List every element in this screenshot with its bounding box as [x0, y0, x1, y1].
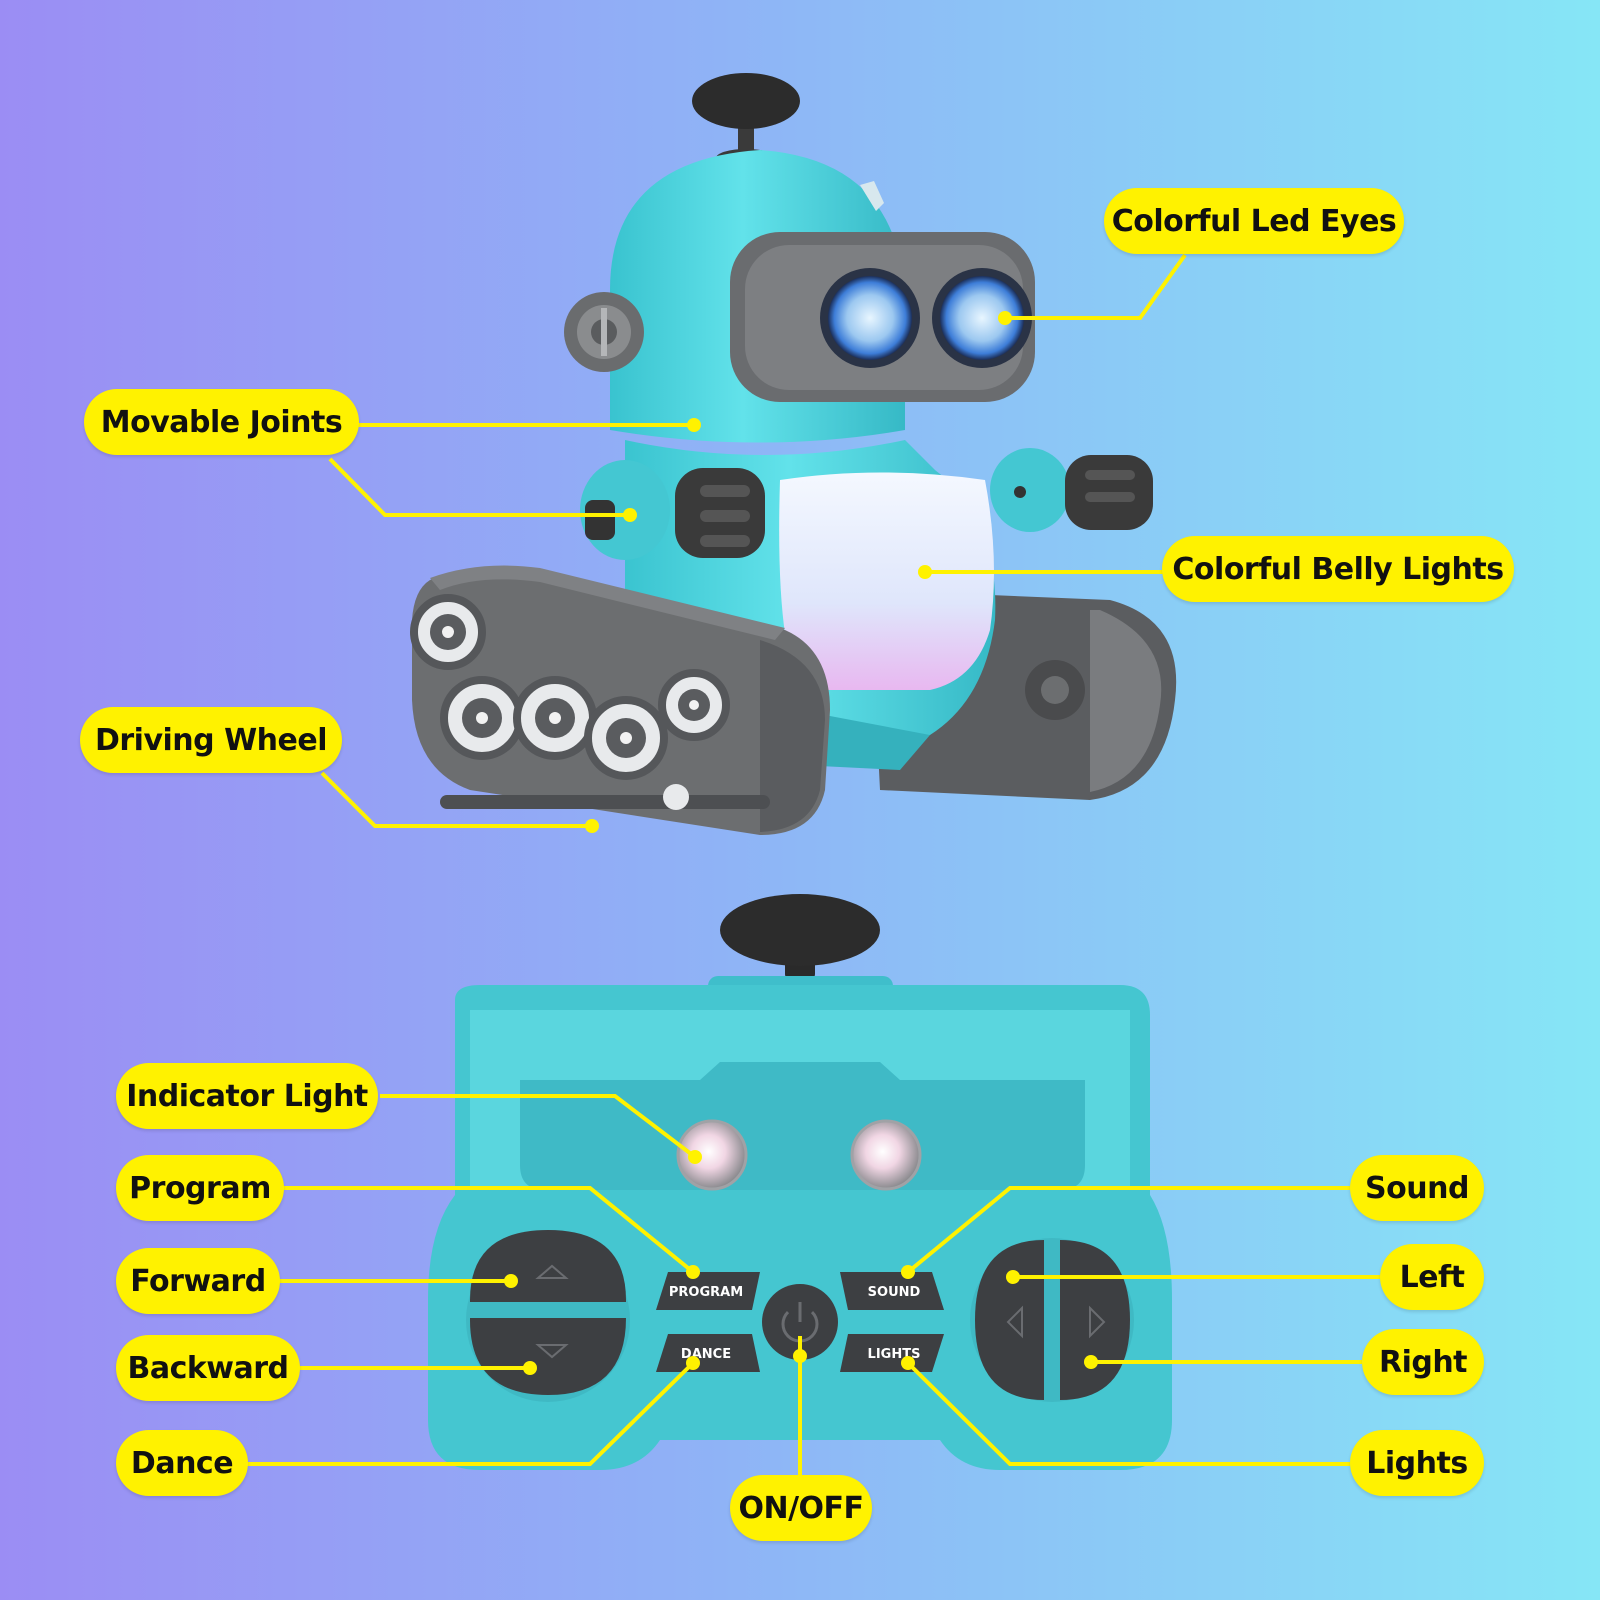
program-button-label: PROGRAM [669, 1285, 743, 1300]
robot-belly-light [779, 472, 994, 690]
remote-joystick [708, 894, 893, 998]
callout-program: Program [116, 1155, 284, 1221]
backward-arrow-icon [535, 1344, 569, 1359]
indicator-light-left [676, 1119, 748, 1191]
left-arrow-icon [1006, 1305, 1023, 1339]
forward-arrow-icon [535, 1264, 569, 1279]
callout-indicator-light: Indicator Light [116, 1063, 378, 1129]
sound-button-label: SOUND [868, 1285, 921, 1300]
robot-right-eye [940, 276, 1024, 360]
indicator-window [520, 1062, 1085, 1190]
dance-button[interactable] [656, 1334, 760, 1372]
robot-left-track [410, 565, 830, 835]
callout-on-off: ON/OFF [730, 1475, 872, 1541]
robot-illustration [410, 73, 1177, 835]
robot-left-eye [828, 276, 912, 360]
program-button[interactable] [656, 1272, 760, 1310]
robot-eye-visor [730, 232, 1035, 402]
sound-button[interactable] [840, 1272, 944, 1310]
callout-anchor-dots [504, 311, 1098, 1375]
right-arrow-icon [1089, 1305, 1106, 1339]
function-buttons: PROGRAM DANCE SOUND LIGHTS [656, 1272, 944, 1372]
callout-leader-lines [246, 253, 1380, 1508]
callout-left: Left [1380, 1244, 1484, 1310]
callout-backward: Backward [116, 1335, 300, 1401]
robot-right-arm [990, 448, 1153, 532]
callout-driving-wheel: Driving Wheel [80, 707, 342, 773]
driving-wheels [410, 594, 730, 780]
callout-dance: Dance [116, 1430, 248, 1496]
callout-colorful-led-eyes: Colorful Led Eyes [1104, 188, 1404, 254]
indicator-light-right [850, 1119, 922, 1191]
lights-button[interactable] [840, 1334, 944, 1372]
callout-lights: Lights [1350, 1430, 1484, 1496]
callout-movable-joints: Movable Joints [84, 389, 359, 455]
robot-left-arm [580, 460, 765, 560]
callout-forward: Forward [116, 1248, 280, 1314]
callout-colorful-belly-lights: Colorful Belly Lights [1162, 536, 1514, 602]
callout-sound: Sound [1350, 1155, 1484, 1221]
callout-right: Right [1362, 1329, 1484, 1395]
backward-button[interactable] [470, 1318, 626, 1395]
